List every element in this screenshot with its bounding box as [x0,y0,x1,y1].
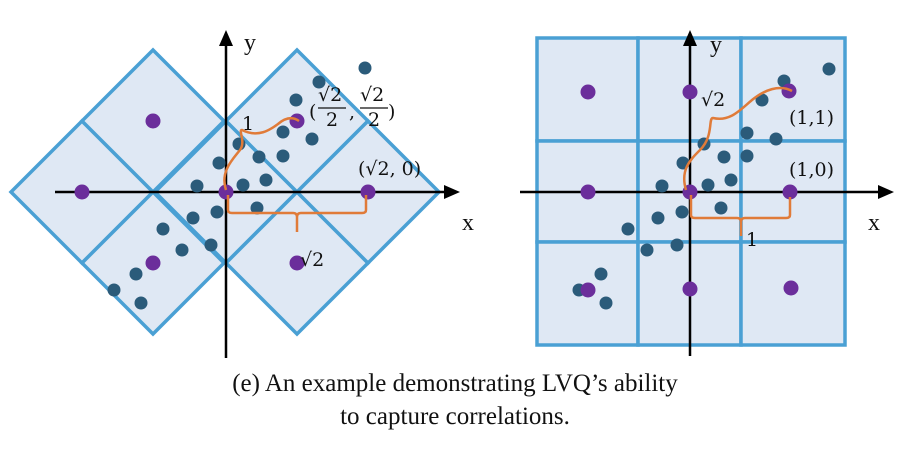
data-point [312,75,326,89]
distance-braces [223,86,793,236]
data-point [740,126,754,140]
left-curved-brace [223,116,300,191]
centroid-point [682,281,698,297]
left-y-label: y [244,30,256,56]
data-point [276,149,290,163]
data-point [305,132,319,146]
centroid-point [580,282,596,298]
data-points [107,61,836,310]
data-point [640,243,654,257]
data-point [701,178,715,192]
right-curved-brace [683,86,793,191]
data-point [107,283,121,297]
right-y-label: y [710,32,722,58]
left-axis-point-label: (√2, 0) [358,158,421,180]
left-curve-brace-label: 1 [242,113,254,135]
numerator-1: √2 [318,84,342,106]
data-point [276,125,290,139]
caption-line-1: (e) An example demonstrating LVQ’s abili… [232,370,678,397]
centroid-point [145,113,161,129]
data-point [769,132,783,146]
right-horizontal-brace [689,195,792,236]
left-axes [55,30,460,358]
left-horizontal-brace-label: √2 [300,249,324,271]
data-point [717,150,731,164]
right-axis-point-label: (1,0) [789,159,834,181]
left-horizontal-brace [226,195,368,232]
data-point [714,201,728,215]
left-x-label: x [462,210,474,236]
data-point [670,238,684,252]
data-point [204,238,218,252]
right-diag-point-label: (1,1) [789,107,834,129]
data-point [289,93,303,107]
right-y-arrow-icon [683,30,697,46]
caption-line-2: to capture correlations. [340,403,570,430]
right-x-label: x [868,210,880,236]
data-point [156,222,170,236]
centroid-point [580,84,596,100]
data-point [212,156,226,170]
centroid-point [783,280,799,296]
right-curve-brace-label: √2 [701,89,725,111]
centroid-point [360,184,376,200]
right-x-arrow-icon [878,185,894,199]
centroid-point [145,255,161,271]
data-point [252,150,266,164]
data-point [755,93,769,107]
data-point [358,61,372,75]
data-point [232,137,246,151]
comma: , [349,101,355,123]
denominator-2: 2 [368,109,380,131]
centroid-point [781,83,797,99]
data-point [740,149,754,163]
right-horizontal-brace-label: 1 [746,229,758,251]
paren-open: ( [309,101,316,123]
data-point [621,222,635,236]
centroid-point [580,184,596,200]
data-point [190,179,204,193]
paren-close: ) [388,101,395,123]
data-point [651,211,665,225]
denominator-1: 2 [326,109,338,131]
data-point [250,201,264,215]
data-point [594,267,608,281]
numerator-2: √2 [360,84,384,106]
data-point [134,296,148,310]
data-point [186,211,200,225]
centroid-point [682,84,698,100]
centroids [74,83,799,298]
left-diag-point-label: ( √2 2 , √2 2 ) [309,84,395,131]
centroid-point [218,184,234,200]
data-point [259,173,273,187]
data-point [236,178,250,192]
left-x-arrow-icon [444,185,460,199]
data-point [724,173,738,187]
data-point [175,243,189,257]
data-point [129,267,143,281]
centroid-point [74,184,90,200]
data-point [599,296,613,310]
left-y-arrow-icon [219,30,233,46]
data-point [655,179,669,193]
data-point [822,62,836,76]
data-point [675,205,689,219]
centroid-point [782,184,798,200]
centroid-point [289,255,305,271]
data-point [210,205,224,219]
